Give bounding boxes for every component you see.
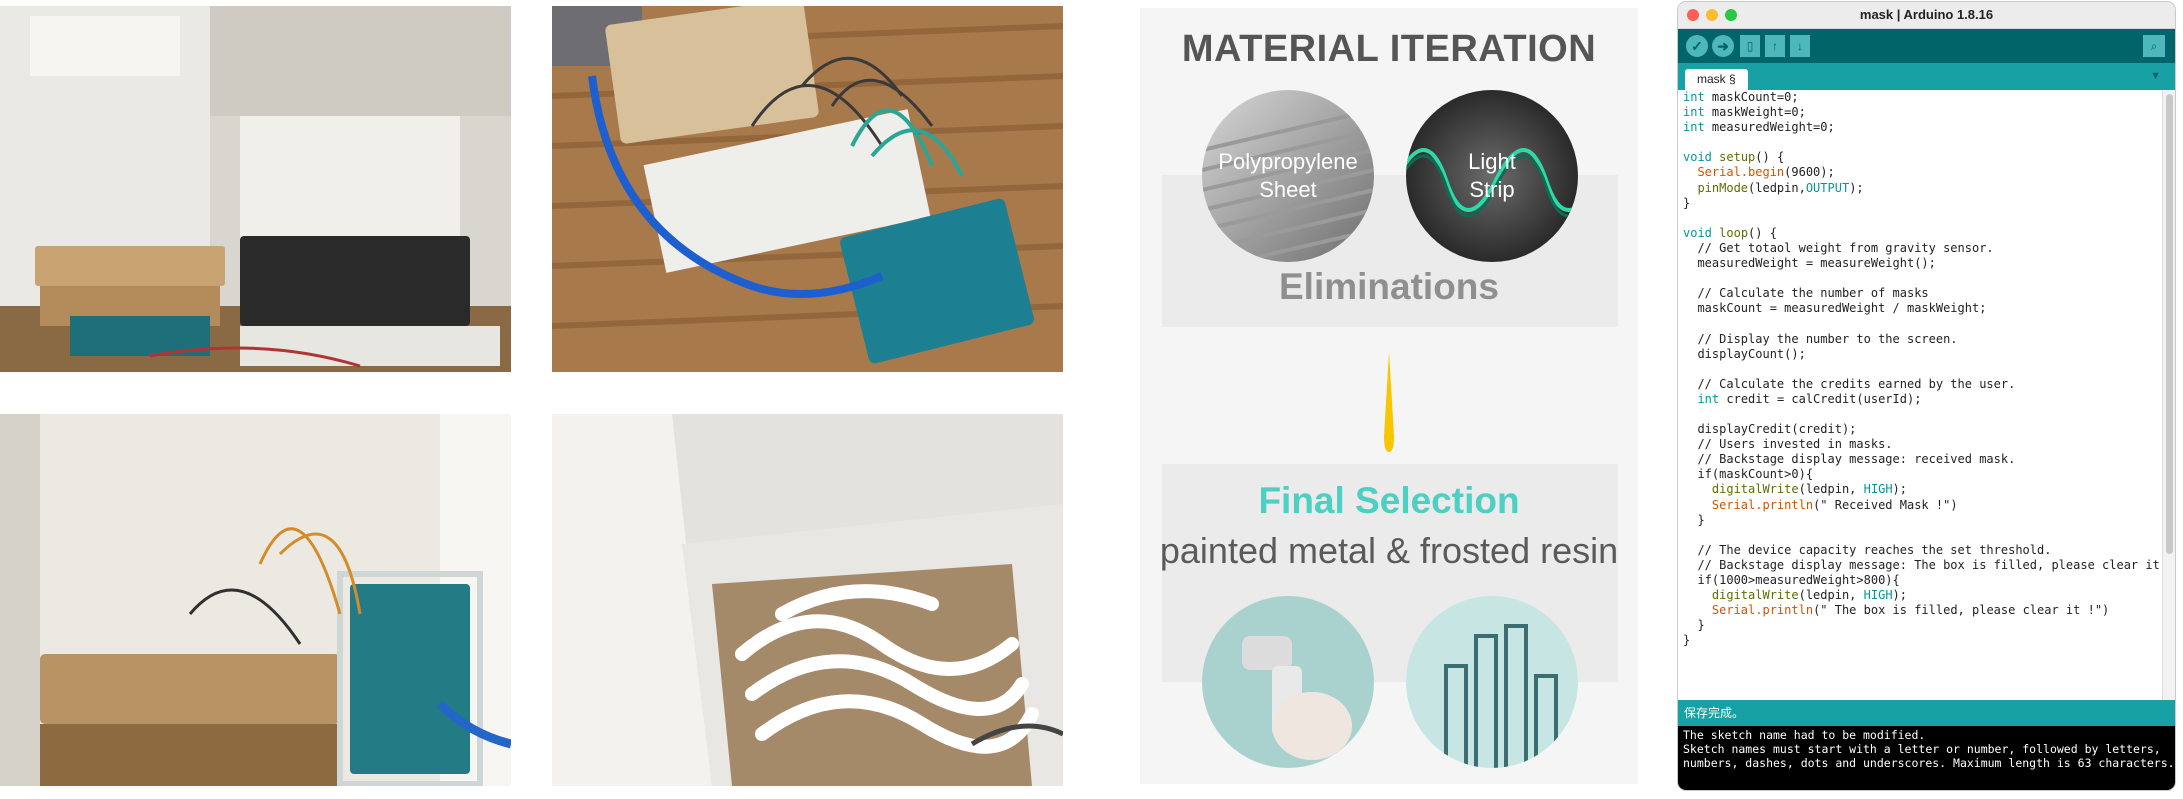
arduino-ide-window: mask | Arduino 1.8.16 ✓ ➜ ▯ ↑ ↓ ⌕ mask §… — [1678, 2, 2175, 790]
verify-icon[interactable]: ✓ — [1686, 35, 1708, 57]
close-window-button[interactable] — [1687, 9, 1699, 21]
code-editor[interactable]: int maskCount=0; int maskWeight=0; int m… — [1678, 90, 2162, 700]
final-selection-title: Final Selection — [1258, 480, 1520, 521]
painted-metal-circle — [1202, 596, 1374, 768]
code-text[interactable]: int maskCount=0; int maskWeight=0; int m… — [1683, 90, 2160, 648]
zoom-window-button[interactable] — [1725, 9, 1737, 21]
material-title: MATERIAL ITERATION — [1181, 28, 1597, 70]
minimize-window-button[interactable] — [1706, 9, 1718, 21]
light-strip-label: Light Strip — [1468, 149, 1516, 202]
eliminations-label: Eliminations — [1279, 266, 1499, 307]
polypropylene-circle: Polypropylene Sheet — [1202, 90, 1374, 262]
upload-icon[interactable]: ➜ — [1712, 35, 1734, 57]
photo-arduino-breadboard — [552, 6, 1063, 372]
editor-scrollbar[interactable] — [2162, 90, 2175, 700]
frosted-resin-circle — [1406, 596, 1578, 768]
console-output: The sketch name had to be modified. Sket… — [1678, 726, 2175, 790]
photo-box-interior-wiring — [0, 414, 511, 786]
photo-box-with-masks — [552, 414, 1063, 786]
final-selection-subtitle: painted metal & frosted resin — [1159, 530, 1619, 571]
tab-bar: mask § ▼ — [1678, 63, 2175, 90]
status-bar: 保存完成。 — [1678, 700, 2175, 726]
title-bar: mask | Arduino 1.8.16 — [1678, 2, 2175, 29]
console-text: The sketch name had to be modified. Sket… — [1683, 728, 2175, 770]
photo-prototype-box-front — [0, 6, 511, 372]
tab-menu-chevron-icon[interactable]: ▼ — [2150, 70, 2161, 82]
open-icon[interactable]: ↑ — [1765, 35, 1785, 57]
tab-mask[interactable]: mask § — [1685, 69, 1748, 90]
toolbar: ✓ ➜ ▯ ↑ ↓ ⌕ — [1678, 29, 2175, 63]
material-iteration-panel: MATERIAL ITERATION Polypropylene Sheet L — [1140, 8, 1638, 784]
window-title: mask | Arduino 1.8.16 — [1859, 7, 1994, 22]
serial-monitor-icon[interactable]: ⌕ — [2143, 35, 2165, 57]
save-icon[interactable]: ↓ — [1790, 35, 1810, 57]
light-strip-circle: Light Strip — [1406, 90, 1578, 262]
polypropylene-label: Polypropylene Sheet — [1218, 149, 1358, 202]
scroll-thumb[interactable] — [2166, 94, 2173, 554]
arrow-drop-icon — [1384, 352, 1394, 452]
new-icon[interactable]: ▯ — [1740, 35, 1760, 57]
